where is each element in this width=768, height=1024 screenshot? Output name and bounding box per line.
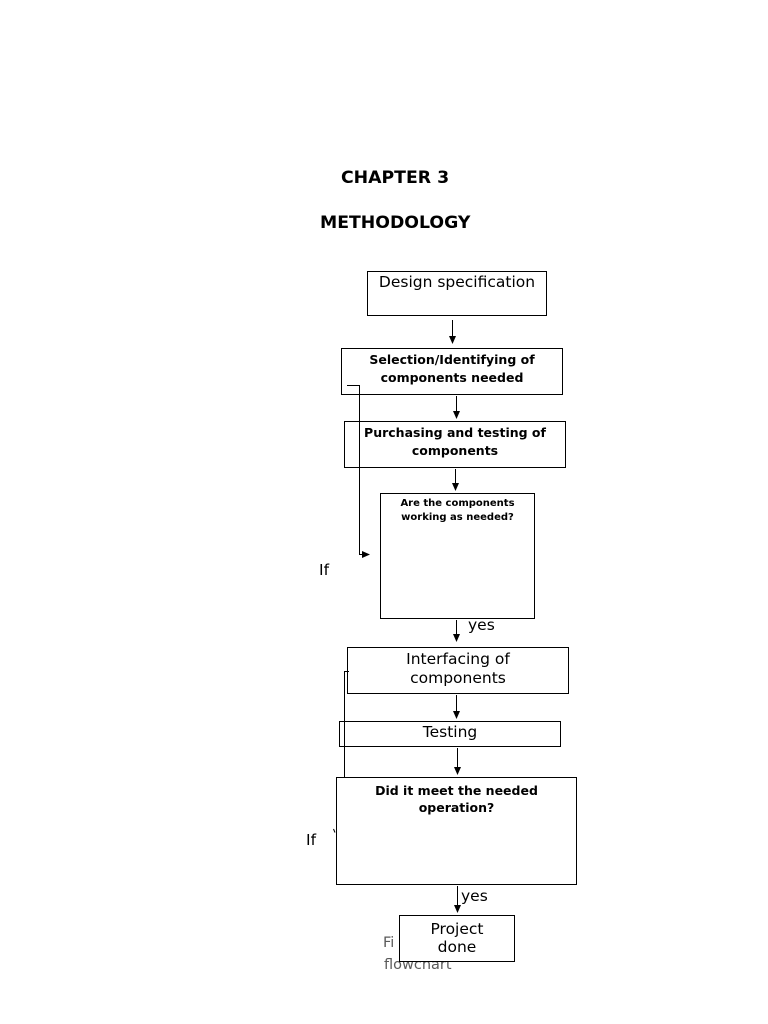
- step-label-line: Purchasing and testing of: [364, 425, 546, 440]
- arrow-selection-to-purchasing: [453, 396, 460, 419]
- arrow-head: [453, 411, 460, 419]
- branch-label-yes: yes: [468, 616, 495, 634]
- arrow-design-to-selection: [449, 320, 456, 344]
- branch-label-if: If: [319, 561, 330, 579]
- step-label-line: Interfacing of: [406, 650, 510, 668]
- step-project-done: Project done: [399, 915, 515, 962]
- decision-components-working: Are the components working as needed?: [380, 493, 535, 619]
- section-heading: METHODOLOGY: [320, 213, 471, 233]
- arrow-head: [362, 551, 370, 558]
- chapter-heading: CHAPTER 3: [341, 168, 450, 188]
- step-design-specification: Design specification: [367, 271, 547, 316]
- step-label-line: Are the components: [400, 497, 515, 509]
- figure-caption-line: Fi: [383, 935, 395, 951]
- arrow-head: [453, 711, 460, 719]
- arrow-head: [449, 336, 456, 344]
- step-label-line: Project: [430, 919, 484, 938]
- step-label-line: Did it meet the needed: [375, 783, 538, 798]
- step-label-line: Design specification: [378, 273, 536, 291]
- connector-stub: [333, 828, 336, 833]
- step-label-line: components: [410, 669, 506, 687]
- arrow-interfacing-to-testing: [453, 695, 460, 719]
- step-select-components: Selection/Identifying of components need…: [341, 348, 563, 395]
- arrow-head: [453, 634, 460, 642]
- branch-label-if: If: [306, 831, 317, 849]
- arrow-operation-check-to-done: [454, 886, 461, 913]
- loop-back-arrow-components: [347, 385, 370, 558]
- step-label-line: operation?: [418, 800, 495, 815]
- step-interfacing: Interfacing of components: [347, 647, 569, 694]
- step-label-line: working as needed?: [401, 511, 514, 523]
- decision-operation-met: Did it meet the needed operation?: [336, 777, 577, 885]
- step-testing: Testing: [339, 721, 561, 747]
- arrow-head: [454, 905, 461, 913]
- step-purchase-and-test: Purchasing and testing of components: [344, 421, 566, 468]
- arrow-check-to-interfacing: [453, 620, 460, 642]
- arrow-testing-to-operation-check: [454, 748, 461, 775]
- arrow-head: [454, 767, 461, 775]
- arrow-head: [452, 483, 459, 491]
- step-label-line: components needed: [380, 370, 524, 385]
- step-label-line: done: [437, 937, 477, 956]
- branch-label-yes: yes: [461, 887, 488, 905]
- step-label-line: components: [411, 443, 499, 458]
- step-label-line: Testing: [422, 723, 478, 741]
- loop-back-line: [347, 385, 363, 555]
- step-label-line: Selection/Identifying of: [369, 352, 535, 367]
- arrow-purchasing-to-check: [452, 469, 459, 491]
